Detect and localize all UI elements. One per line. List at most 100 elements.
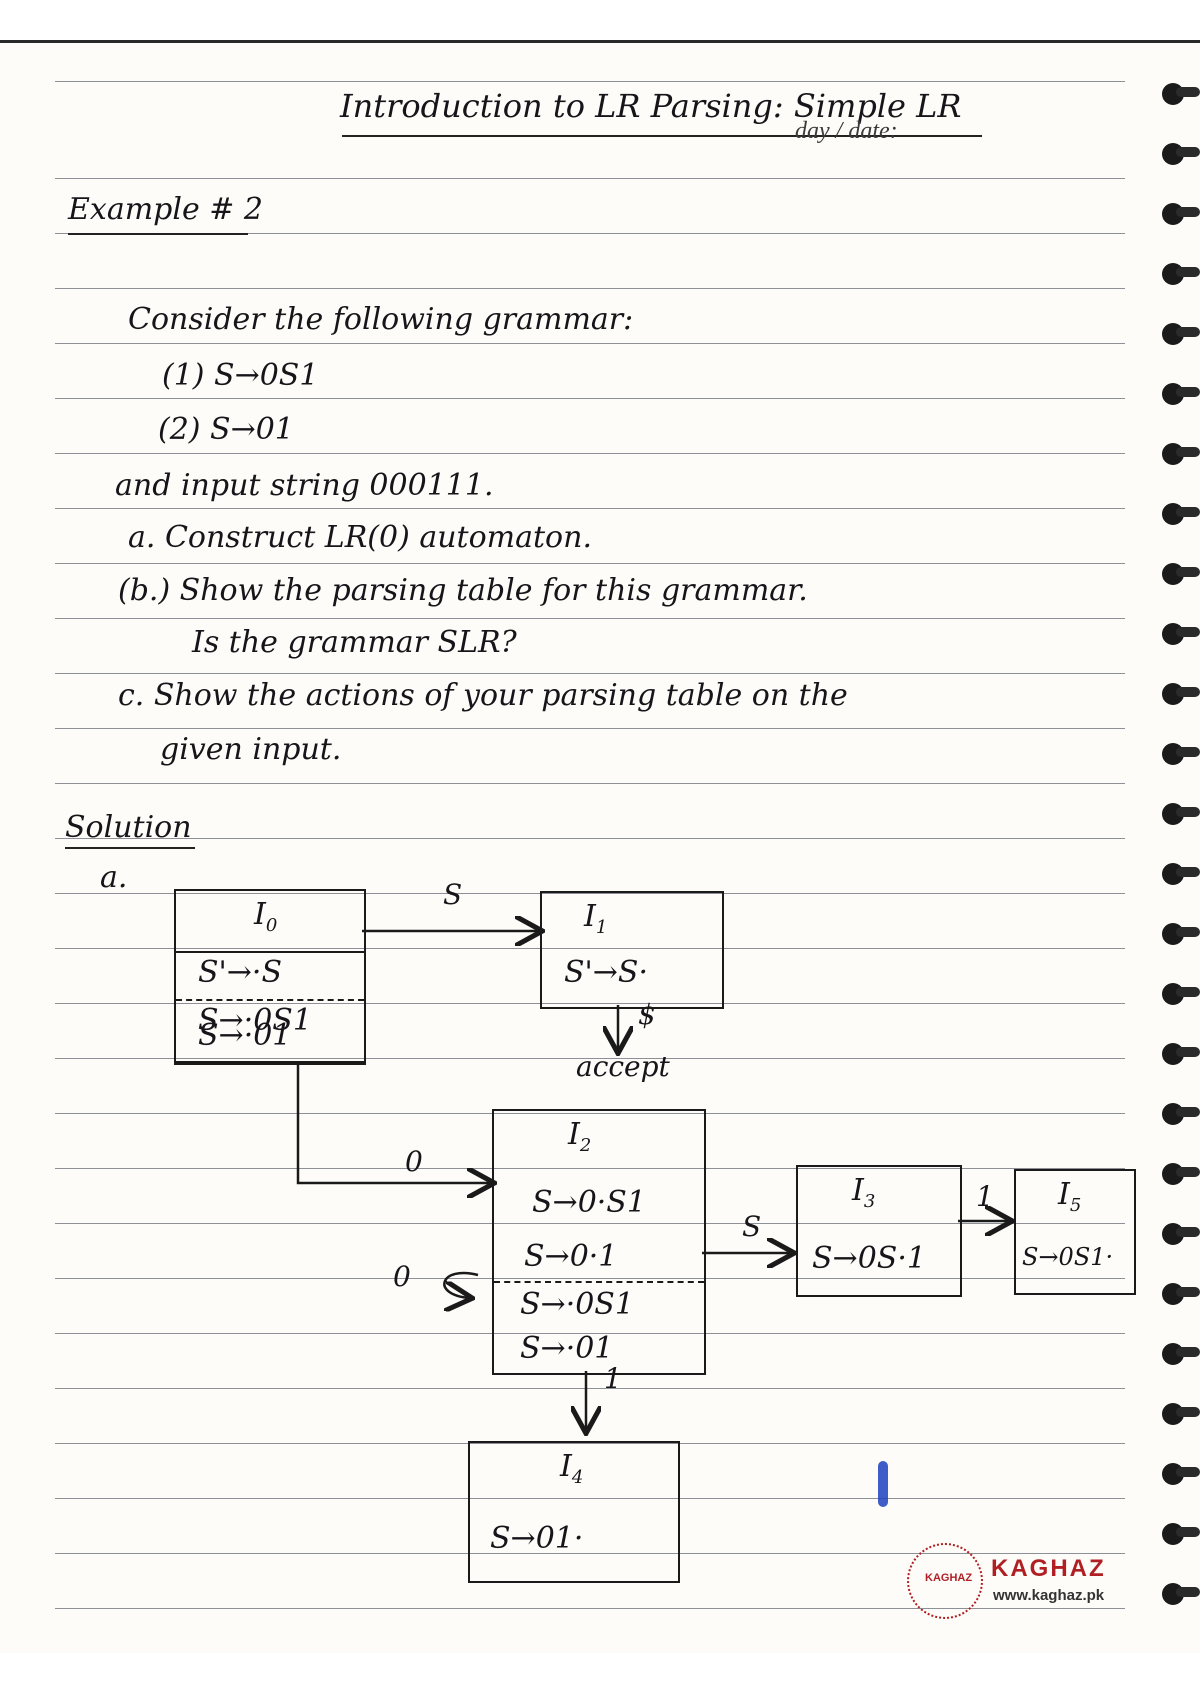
binding-ring	[1162, 1343, 1200, 1365]
label-accept: accept	[576, 1050, 670, 1083]
ruled-line	[55, 1168, 1125, 1169]
binding-ring	[1162, 923, 1200, 945]
state-i2-label: I2	[568, 1117, 592, 1156]
input-string-line: and input string 000111.	[115, 468, 494, 503]
state-i3-item-1: S→0S·1	[812, 1241, 926, 1276]
ruled-line	[55, 1498, 1125, 1499]
binding-ring	[1162, 1223, 1200, 1245]
part-a: a. Construct LR(0) automaton.	[128, 520, 592, 555]
state-i3: I3 S→0S·1	[796, 1165, 962, 1297]
label-i2-i4: 1	[604, 1362, 622, 1395]
binding-ring	[1162, 1283, 1200, 1305]
part-c-continued: given input.	[160, 732, 342, 767]
ruled-line	[55, 838, 1125, 839]
ruled-line	[55, 618, 1125, 619]
binding-ring	[1162, 503, 1200, 525]
binding-ring	[1162, 803, 1200, 825]
kaghaz-logo: KAGHAZ KAGHAZ www.kaghaz.pk	[907, 1543, 1117, 1621]
binding-ring	[1162, 383, 1200, 405]
binding-ring	[1162, 1163, 1200, 1185]
binding-ring	[1162, 1043, 1200, 1065]
state-i1-label: I1	[584, 899, 608, 938]
ruled-line	[55, 1278, 1125, 1279]
ink-mark	[878, 1461, 888, 1507]
arrow-i0-i2	[296, 1061, 492, 1183]
state-i1-item-1: S'→S·	[564, 955, 649, 990]
solution-part-label: a.	[100, 860, 128, 895]
state-i2: I2 S→0·S1 S→0·1 S→·0S1 S→·01	[492, 1109, 706, 1375]
binding-ring	[1162, 263, 1200, 285]
ruled-line	[55, 178, 1125, 179]
binding-ring	[1162, 203, 1200, 225]
label-i0-i2: 0	[405, 1145, 423, 1178]
binding-ring	[1162, 443, 1200, 465]
state-i0-label: I0	[254, 897, 278, 936]
binding-ring	[1162, 83, 1200, 105]
example-underline	[68, 233, 248, 235]
state-i2-item-3: S→·0S1	[520, 1287, 634, 1322]
ruled-line	[55, 1223, 1125, 1224]
state-i2-item-1: S→0·S1	[532, 1185, 646, 1220]
title-underline	[342, 135, 982, 137]
ruled-line	[55, 233, 1125, 234]
binding-ring	[1162, 1103, 1200, 1125]
state-i5-item-1: S→0S1·	[1022, 1243, 1114, 1271]
ruled-line	[55, 1553, 1125, 1554]
binding-ring	[1162, 683, 1200, 705]
state-i5: I5 S→0S1·	[1014, 1169, 1136, 1295]
grammar-rule-2: (2) S→01	[158, 412, 294, 447]
ruled-line	[55, 673, 1125, 674]
ruled-line	[55, 893, 1125, 894]
binding-ring	[1162, 1583, 1200, 1605]
label-i2-i3: S	[742, 1210, 762, 1243]
ruled-line	[55, 1113, 1125, 1114]
solution-heading: Solution	[65, 810, 192, 845]
ruled-line	[55, 1333, 1125, 1334]
ruled-line	[55, 1608, 1125, 1609]
part-b: (b.) Show the parsing table for this gra…	[118, 573, 808, 608]
label-i3-i5: 1	[976, 1180, 994, 1213]
logo-brand-name: KAGHAZ	[991, 1555, 1106, 1582]
ruled-line	[55, 1388, 1125, 1389]
state-i4: I4 S→01·	[468, 1441, 680, 1583]
grammar-rule-1: (1) S→0S1	[162, 358, 319, 393]
problem-intro: Consider the following grammar:	[128, 302, 634, 337]
state-i0-item-1: S'→·S	[198, 955, 283, 990]
state-i3-label: I3	[852, 1173, 876, 1212]
day-date-label: day / date:	[795, 118, 898, 144]
state-i4-item-1: S→01·	[490, 1521, 584, 1556]
arrow-i2-self	[443, 1271, 479, 1298]
binding-ring	[1162, 563, 1200, 585]
state-i4-label: I4	[560, 1449, 584, 1488]
state-i0-item-3-row: S→·01	[174, 1008, 366, 1063]
notebook-page: Introduction to LR Parsing: Simple LR da…	[0, 40, 1200, 1653]
ruled-line	[55, 728, 1125, 729]
ruled-line	[55, 398, 1125, 399]
ruled-line	[55, 81, 1125, 82]
ruled-line	[55, 1003, 1125, 1004]
binding-ring	[1162, 863, 1200, 885]
ruled-line	[55, 343, 1125, 344]
binding-ring	[1162, 323, 1200, 345]
binding-ring	[1162, 143, 1200, 165]
state-i0-item-3: S→·01	[198, 1018, 292, 1053]
part-c: c. Show the actions of your parsing tabl…	[118, 678, 848, 713]
state-i5-label: I5	[1058, 1177, 1082, 1216]
part-b-question: Is the grammar SLR?	[192, 625, 517, 660]
solution-underline	[65, 847, 195, 849]
ruled-line	[55, 453, 1125, 454]
state-i2-item-4: S→·01	[520, 1331, 614, 1366]
state-i1: I1 S'→S·	[540, 891, 724, 1009]
ruled-line	[55, 508, 1125, 509]
binding-ring	[1162, 623, 1200, 645]
label-i2-self: 0	[393, 1260, 411, 1293]
automaton-arrows	[296, 43, 1200, 1653]
logo-emblem-text: KAGHAZ	[925, 1572, 973, 1584]
binding-ring	[1162, 1463, 1200, 1485]
binding-ring	[1162, 983, 1200, 1005]
logo-url: www.kaghaz.pk	[993, 1587, 1105, 1604]
state-i2-item-2: S→0·1	[524, 1239, 618, 1274]
ruled-line	[55, 948, 1125, 949]
binding-ring	[1162, 1523, 1200, 1545]
binding-ring	[1162, 743, 1200, 765]
